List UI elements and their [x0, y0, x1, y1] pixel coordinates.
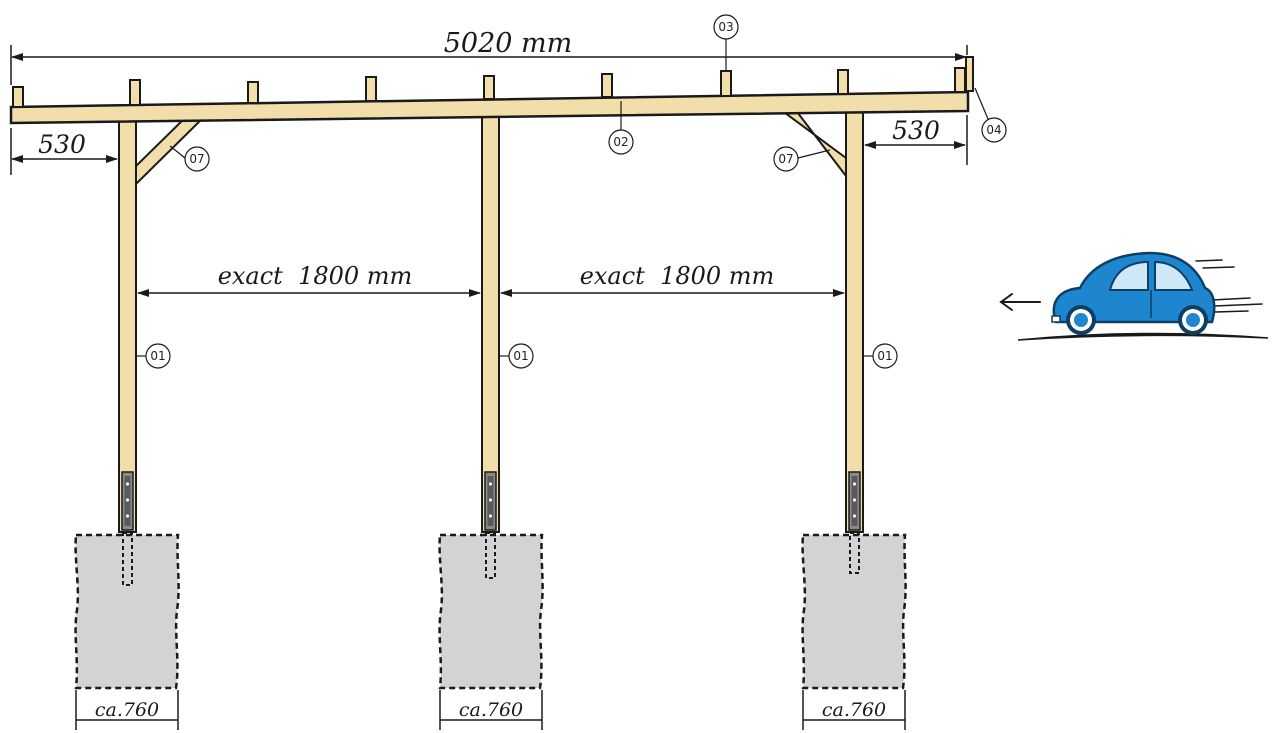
callout-post-right-label: 01 [877, 349, 892, 363]
rafter [837, 69, 849, 95]
post-anchor-middle [484, 471, 497, 579]
rafter [720, 70, 732, 97]
callout-post-middle: 01 [499, 343, 534, 369]
arrow-left-icon [999, 293, 1041, 311]
spacing-left-label: exact 1800 mm [218, 262, 413, 290]
callout-rafter-label: 03 [718, 20, 733, 34]
car-icon [1017, 251, 1269, 341]
callout-post-left-label: 01 [150, 349, 165, 363]
callout-post-left: 01 [136, 343, 171, 369]
footing-middle [438, 533, 544, 690]
callout-beam-label: 02 [613, 135, 628, 149]
post-anchor-right [848, 471, 861, 574]
post-anchor-left [121, 471, 134, 586]
dimension-lines [10, 45, 968, 730]
rafter [247, 81, 259, 104]
rafter [129, 79, 141, 106]
footing-width-label-2: ca.760 [459, 699, 523, 721]
callout-end-board: 04 [974, 87, 1007, 143]
post-middle [481, 105, 500, 533]
footing-right [801, 533, 907, 690]
end-board [965, 56, 974, 92]
dimension-labels: 5020 mm 530 530 exact 1800 mm exact 1800… [38, 28, 940, 721]
rafter [601, 73, 613, 98]
total-length-label: 5020 mm [444, 28, 573, 59]
callout-beam: 02 [608, 101, 634, 155]
part-callouts: 03 02 04 07 07 01 [136, 14, 1007, 369]
main-beam [9, 90, 970, 125]
callout-brace-right-label: 07 [778, 152, 793, 166]
overhang-left-label: 530 [38, 130, 86, 159]
rafter [12, 86, 24, 108]
concrete-footings [74, 533, 907, 690]
overhang-right-label: 530 [892, 116, 940, 145]
footing-left [74, 533, 180, 690]
rafter [954, 67, 966, 93]
post-left [118, 111, 137, 533]
posts [118, 99, 864, 533]
callout-end-board-label: 04 [986, 123, 1001, 137]
footing-width-label-1: ca.760 [95, 699, 159, 721]
callout-brace-left-label: 07 [189, 152, 204, 166]
callout-brace-right: 07 [773, 146, 831, 172]
callout-rafter: 03 [713, 14, 739, 71]
spacing-right-label: exact 1800 mm [580, 262, 775, 290]
callout-post-right: 01 [863, 343, 898, 369]
rafter [483, 75, 495, 100]
post-anchors [121, 471, 861, 586]
post-right [845, 99, 864, 533]
callout-brace-left: 07 [169, 145, 210, 172]
rafters [12, 67, 966, 108]
rafter [365, 76, 377, 102]
callout-post-middle-label: 01 [513, 349, 528, 363]
footing-width-label-3: ca.760 [822, 699, 886, 721]
